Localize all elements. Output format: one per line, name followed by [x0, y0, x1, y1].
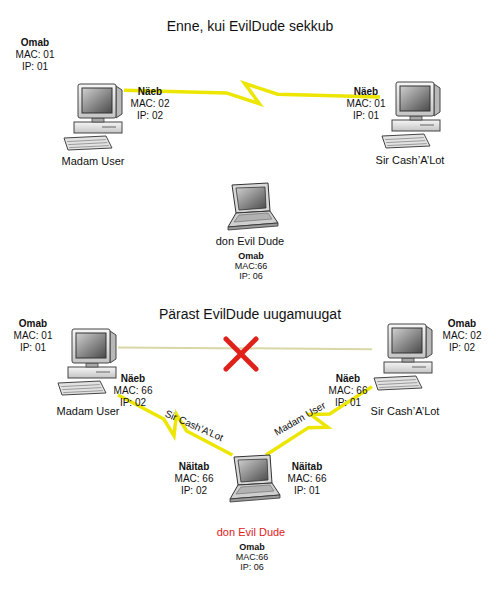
keyboard-row	[377, 380, 416, 382]
address-info: Omab MAC: 01 IP: 01	[12, 37, 58, 73]
address-info: Omab MAC:66 IP: 06	[231, 251, 271, 281]
desktop-icon	[56, 327, 118, 395]
monitor-side	[426, 326, 432, 358]
monitor-frame	[78, 84, 116, 118]
laptop-screen	[236, 187, 266, 210]
address-info: Omab MAC:66 IP: 06	[232, 542, 272, 572]
keyboard-row	[69, 146, 109, 148]
lightning-link	[266, 387, 372, 455]
address-info: Näitab MAC: 66 IP: 02	[171, 461, 217, 497]
keyboard	[374, 376, 422, 390]
address-info: Omab MAC: 02 IP: 02	[439, 318, 485, 354]
keyboard-row	[378, 383, 417, 385]
monitor-screen	[76, 333, 106, 358]
laptop-keyboard	[236, 485, 274, 494]
host-name: Madam User	[38, 155, 148, 168]
link-label: Sir Cash’A’Lot	[163, 408, 225, 444]
monitor-neck	[410, 116, 422, 120]
keyboard-row	[379, 386, 419, 388]
address-info: Omab MAC: 01 IP: 01	[10, 318, 56, 354]
keyboard	[58, 381, 106, 395]
diagram-title: Enne, kui EvilDude sekkub	[0, 18, 500, 35]
desktop-icon	[380, 80, 442, 148]
laptop-keyboard	[234, 213, 272, 222]
computer-case	[74, 122, 122, 133]
keyboard-row	[386, 141, 425, 143]
monitor-side	[110, 331, 116, 363]
computer-case	[68, 367, 116, 378]
monitor-frame	[396, 82, 434, 116]
address-info: Näeb MAC: 66 IP: 01	[325, 373, 371, 409]
keyboard-row	[67, 140, 106, 142]
laptop-lid	[234, 455, 272, 485]
keyboard-row	[61, 385, 100, 387]
desktop-icon	[62, 82, 124, 150]
address-info: Näeb MAC: 66 IP: 02	[110, 373, 156, 409]
computer-case	[384, 362, 432, 373]
monitor-side	[434, 84, 440, 116]
monitor-frame	[388, 324, 426, 358]
connector-group	[118, 83, 380, 455]
cross-stroke	[226, 339, 256, 369]
monitor-neck	[86, 363, 98, 367]
laptop-node: don Evil DudeOmab MAC:66 IP: 06	[222, 183, 278, 231]
monitor-neck	[402, 358, 414, 362]
computer-node: Omab MAC: 02 IP: 02Näeb MAC: 66 IP: 01Si…	[372, 322, 434, 390]
computer-node: Näeb MAC: 01 IP: 01Sir Cash’A’Lot	[380, 80, 442, 148]
host-name: Madam User	[33, 405, 143, 418]
drive-slot	[102, 127, 116, 128]
keyboard-row	[385, 138, 424, 140]
desktop-icon	[372, 322, 434, 390]
host-name: Sir Cash’A’Lot	[350, 405, 460, 418]
laptop-node: Näitab MAC: 66 IP: 02Näitab MAC: 66 IP: …	[224, 455, 280, 505]
laptop-icon	[224, 455, 280, 505]
host-name: don Evil Dude	[196, 526, 306, 539]
section-heading: Pärast EvilDude uugamuugat	[0, 306, 500, 323]
computer-node: Omab MAC: 01 IP: 01Näeb MAC: 66 IP: 02Ma…	[56, 327, 118, 395]
drive-slot	[96, 372, 110, 373]
monitor-screen	[400, 86, 430, 111]
laptop-screen	[238, 459, 268, 482]
drive-slot	[420, 125, 434, 126]
computer-node: Omab MAC: 01 IP: 01Näeb MAC: 02 IP: 02Ma…	[62, 82, 124, 150]
drive-slot	[412, 367, 426, 368]
laptop-lid	[232, 183, 270, 213]
keyboard	[64, 136, 112, 150]
laptop-front	[230, 495, 280, 502]
host-name: Sir Cash’A’Lot	[355, 154, 465, 167]
broken-link-cross	[226, 339, 256, 369]
address-info: Näitab MAC: 66 IP: 01	[284, 461, 330, 497]
keyboard-row	[63, 391, 103, 393]
monitor-screen	[82, 88, 112, 113]
host-name: don Evil Dude	[195, 235, 305, 248]
keyboard	[382, 134, 430, 148]
monitor-screen	[392, 328, 422, 353]
laptop-icon	[222, 183, 278, 231]
address-info: Näeb MAC: 01 IP: 01	[343, 86, 389, 122]
laptop-front	[228, 223, 278, 230]
address-info: Näeb MAC: 02 IP: 02	[127, 86, 173, 122]
keyboard-row	[62, 388, 101, 390]
keyboard-row	[68, 143, 107, 145]
cross-stroke	[226, 339, 256, 369]
computer-case	[392, 120, 440, 131]
keyboard-row	[387, 144, 427, 146]
monitor-neck	[92, 118, 104, 122]
monitor-side	[116, 86, 122, 118]
monitor-frame	[72, 329, 110, 363]
